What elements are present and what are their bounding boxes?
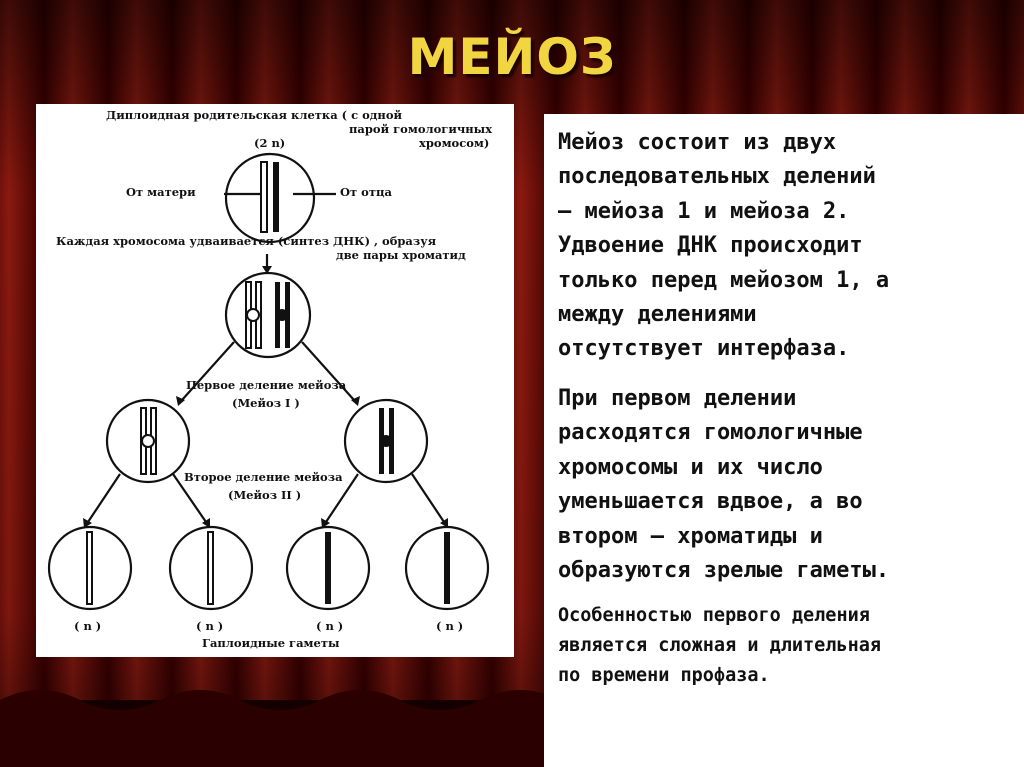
gamete-cell-3 <box>285 525 371 611</box>
from-father-label: От отца <box>340 185 392 199</box>
meiosis1-cell-left <box>105 398 191 484</box>
gamete-cell-1 <box>47 525 133 611</box>
replication-caption-line1: Каждая хромосома удваивается (синтез ДНК… <box>56 234 437 248</box>
text-panel: Мейоз состоит из двух последовательных д… <box>544 114 1024 767</box>
slide-title: МЕЙОЗ <box>407 28 617 86</box>
first-division-caption-line1: Первое деление мейоза <box>186 378 347 392</box>
first-division-caption-line2: (Мейоз I ) <box>232 396 300 410</box>
paragraph-division-details: При первом делении расходятся гомологичн… <box>558 386 890 584</box>
meiosis-diagram-drawing <box>47 152 490 611</box>
meiosis-diagram: Диплоидная родительская клетка ( с одной… <box>36 104 514 657</box>
replication-caption-line2: две пары хроматид <box>336 248 466 262</box>
gamete-ploidy-label-4: ( n ) <box>436 619 464 633</box>
paragraph-meiosis-overview: Мейоз состоит из двух последовательных д… <box>558 130 890 362</box>
parent-cell-caption-line2: парой гомологичных <box>349 122 493 136</box>
gamete-ploidy-label-2: ( n ) <box>196 619 224 633</box>
second-division-caption-line1: Второе деление мейоза <box>184 470 343 484</box>
replicated-cell <box>224 271 312 359</box>
gametes-caption: Гаплоидные гаметы <box>202 636 340 650</box>
ploidy-2n-label: (2 n) <box>254 136 286 150</box>
parent-cell <box>224 152 316 244</box>
gamete-ploidy-label-3: ( n ) <box>316 619 344 633</box>
parent-cell-caption-line3: хромосом) <box>419 136 490 150</box>
paragraph-prophase-note: Особенностью первого деления является сл… <box>558 605 882 686</box>
second-division-caption-line2: (Мейоз II ) <box>228 488 302 502</box>
parent-cell-caption-line1: Диплоидная родительская клетка ( с одной <box>106 108 403 122</box>
gamete-ploidy-label-1: ( n ) <box>74 619 102 633</box>
gamete-cell-2 <box>168 525 254 611</box>
from-mother-label: От матери <box>126 185 196 199</box>
meiosis1-cell-right <box>343 398 429 484</box>
